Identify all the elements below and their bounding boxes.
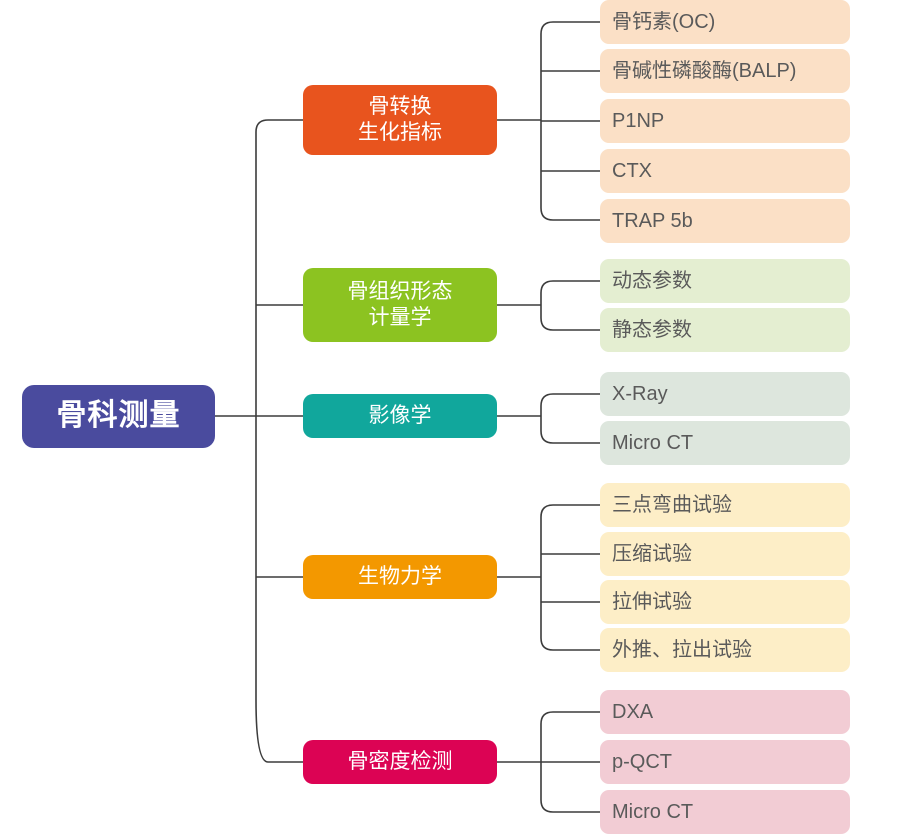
leaf-label: 三点弯曲试验 — [612, 493, 732, 516]
branch-node-label: 骨密度检测 — [347, 750, 453, 774]
leaf-label: X-Ray — [612, 382, 668, 405]
leaf-label: 压缩试验 — [612, 542, 692, 565]
leaf-node[interactable]: Micro CT — [600, 790, 850, 834]
leaf-label: DXA — [612, 700, 654, 723]
branch-1-spine — [540, 21, 600, 221]
branch-node-label: 影像学 — [368, 404, 432, 428]
trunk-spine — [255, 119, 303, 763]
leaf-label: 骨钙素(OC) — [612, 10, 716, 33]
leaf-node[interactable]: TRAP 5b — [600, 199, 850, 243]
branch-node-bone-density[interactable]: 骨密度检测 — [303, 740, 497, 784]
branch-2-spine — [540, 280, 600, 331]
leaf-node[interactable]: Micro CT — [600, 421, 850, 465]
branch-label-line2: 生化指标 — [358, 121, 442, 144]
leaf-node[interactable]: 骨钙素(OC) — [600, 0, 850, 44]
branch-3-spine — [540, 393, 600, 444]
branch-node-biomechanics[interactable]: 生物力学 — [303, 555, 497, 599]
branch-node-imaging[interactable]: 影像学 — [303, 394, 497, 438]
leaf-label: CTX — [612, 159, 652, 182]
leaf-node[interactable]: X-Ray — [600, 372, 850, 416]
leaf-node[interactable]: 压缩试验 — [600, 532, 850, 576]
leaf-label: 静态参数 — [612, 318, 692, 341]
leaf-node[interactable]: 三点弯曲试验 — [600, 483, 850, 527]
branch-node-label: 骨组织形态 计量学 — [348, 279, 453, 332]
branch-node-label: 骨转换 生化指标 — [358, 94, 442, 147]
leaf-label: Micro CT — [612, 800, 694, 823]
branch-node-histomorphometry[interactable]: 骨组织形态 计量学 — [303, 268, 497, 342]
leaf-label: TRAP 5b — [612, 209, 693, 232]
leaf-label: 外推、拉出试验 — [612, 638, 752, 661]
leaf-node[interactable]: p-QCT — [600, 740, 850, 784]
branch-label-line1: 骨组织形态 — [347, 279, 453, 303]
branch-4-spine — [540, 504, 600, 651]
leaf-node[interactable]: DXA — [600, 690, 850, 734]
root-node-label: 骨科测量 — [56, 399, 181, 433]
leaf-label: 拉伸试验 — [612, 590, 692, 613]
leaf-node[interactable]: 拉伸试验 — [600, 580, 850, 624]
branch-label-line2: 计量学 — [368, 306, 432, 329]
leaf-label: P1NP — [612, 109, 665, 132]
leaf-node[interactable]: 外推、拉出试验 — [600, 628, 850, 672]
leaf-node[interactable]: P1NP — [600, 99, 850, 143]
leaf-label: 动态参数 — [612, 269, 692, 292]
root-node[interactable]: 骨科测量 — [22, 385, 215, 448]
branch-label-line1: 骨转换 — [368, 94, 432, 118]
leaf-node[interactable]: CTX — [600, 149, 850, 193]
leaf-label: Micro CT — [612, 431, 694, 454]
leaf-node[interactable]: 动态参数 — [600, 259, 850, 303]
branch-5-spine — [540, 711, 600, 813]
leaf-node[interactable]: 静态参数 — [600, 308, 850, 352]
leaf-label: 骨碱性磷酸酶(BALP) — [612, 59, 797, 82]
branch-node-bone-turnover[interactable]: 骨转换 生化指标 — [303, 85, 497, 155]
leaf-node[interactable]: 骨碱性磷酸酶(BALP) — [600, 49, 850, 93]
leaf-label: p-QCT — [612, 750, 672, 773]
branch-node-label: 生物力学 — [358, 565, 442, 589]
